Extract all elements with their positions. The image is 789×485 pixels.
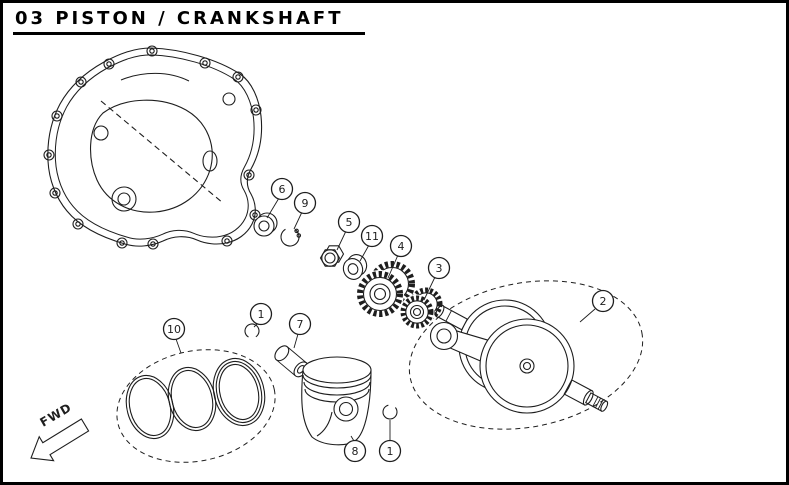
callout-5-label: 5: [346, 216, 353, 229]
callout-11[interactable]: 11: [360, 224, 384, 248]
callout-4-label: 4: [398, 240, 405, 253]
callout-3[interactable]: 3: [427, 256, 451, 280]
callout-3-label: 3: [436, 262, 443, 275]
piston-ring: [167, 366, 217, 432]
oil-ring: [212, 357, 266, 427]
callout-2-label: 2: [600, 295, 607, 308]
fwd-arrow: FWD: [30, 400, 90, 462]
callout-10[interactable]: 10: [162, 317, 186, 341]
callout-7[interactable]: 7: [288, 312, 312, 336]
piston-ring-set: [116, 349, 276, 463]
piston-ring: [125, 374, 175, 440]
callout-5[interactable]: 5: [337, 210, 361, 234]
callout-8[interactable]: 8: [343, 439, 367, 463]
callout-7-label: 7: [297, 318, 304, 331]
callout-1-bottom[interactable]: 1: [378, 439, 402, 463]
callout-1-top-label: 1: [258, 308, 265, 321]
circlip-part-bottom: [382, 404, 398, 420]
drive-gear-large-part: [356, 261, 415, 318]
crankcase-cover-drawing: [43, 45, 263, 250]
crankshaft-right-shaft: [563, 379, 609, 412]
callout-1-bottom-label: 1: [387, 445, 394, 458]
callout-8-label: 8: [352, 445, 359, 458]
callout-4[interactable]: 4: [389, 234, 413, 258]
callout-6[interactable]: 6: [270, 177, 294, 201]
page-title: 03 PISTON / CRANKSHAFT: [13, 6, 366, 35]
callout-2[interactable]: 2: [591, 289, 615, 313]
callout-9-label: 9: [302, 197, 309, 210]
piston-part: [301, 356, 372, 446]
circlip-e-part: [280, 227, 302, 247]
drive-gear-small-part: [399, 287, 443, 330]
nut-part: [319, 245, 345, 267]
callout-6-label: 6: [279, 183, 286, 196]
callout-1-top[interactable]: 1: [249, 302, 273, 326]
exploded-parts-diagram: 6 9 5 11 4 3 2 1: [30, 45, 644, 463]
callout-9[interactable]: 9: [293, 191, 317, 215]
callout-11-label: 11: [365, 230, 379, 243]
washer-part: [253, 212, 278, 237]
callout-10-label: 10: [167, 323, 181, 336]
washer-small-part: [342, 254, 368, 280]
crankshaft-assembly: [408, 280, 644, 430]
leader-lines: [175, 197, 596, 442]
fwd-label: FWD: [38, 400, 75, 429]
